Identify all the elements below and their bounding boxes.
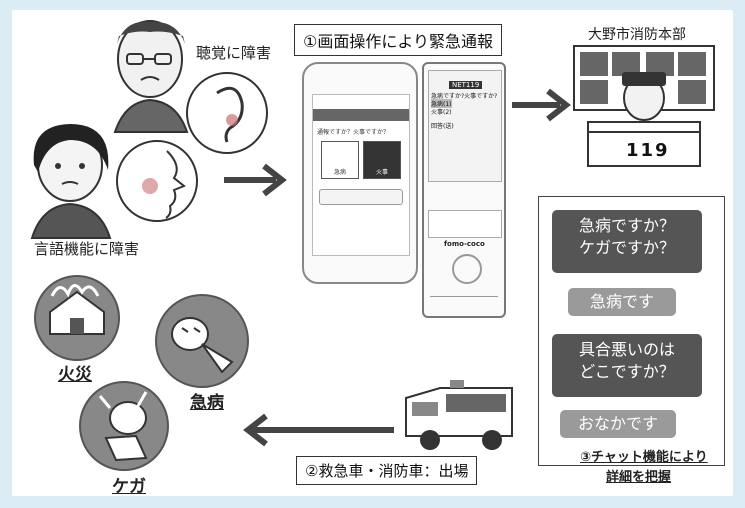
chat-operator-message: 急病ですか？ケガですか？: [552, 210, 702, 273]
fire-label: 火災: [58, 365, 92, 385]
man-figure-illustration: [113, 20, 189, 133]
sick-person-icon: [155, 294, 249, 388]
desk-number: 119: [626, 140, 670, 161]
injured-child-icon: [79, 381, 169, 471]
step3-label-line2: 詳細を把握: [606, 470, 672, 485]
sickness-label: 急病: [190, 393, 224, 413]
mouth-bubble-icon: [116, 140, 198, 222]
fphone-brand: fomo-coco: [444, 240, 485, 248]
fire-dept-label: 大野市消防本部: [588, 27, 686, 43]
arrow-right-icon: [224, 163, 287, 197]
step1-label: ①画面操作により緊急通報: [294, 24, 503, 56]
step3-label-line1: ③チャット機能により: [580, 450, 708, 465]
woman-figure-illustration: [30, 124, 112, 239]
feature-phone-illustration: NET119 急病ですか?火事ですか? 急病(1) 火事(2) 回答(送) fo…: [422, 62, 506, 318]
speech-label: 言語機能に障害: [34, 240, 140, 258]
ambulance-illustration: [405, 380, 513, 450]
arrow-left-icon: [243, 413, 394, 447]
injury-label: ケガ: [112, 477, 146, 497]
chat-user-message: 急病です: [568, 288, 676, 316]
step2-label: ②救急車・消防車：出場: [296, 456, 478, 485]
fire-house-icon: [34, 275, 120, 361]
fphone-line3: 火事(2): [431, 109, 452, 116]
fphone-line1: 急病ですか?火事ですか?: [431, 93, 498, 100]
chat-user-message: おなかです: [560, 410, 676, 438]
ear-bubble-icon: [186, 72, 268, 154]
smartphone-question: 通報ですか？火事ですか？: [317, 129, 390, 136]
hearing-label: 聴覚に障害: [196, 44, 272, 62]
fphone-line2: 急病(1): [431, 99, 452, 108]
fire-option-button[interactable]: 火事: [363, 141, 401, 179]
fphone-number: NET119: [449, 81, 483, 89]
fphone-input: 回答(送): [431, 123, 454, 130]
smartphone-illustration: 通報ですか？火事ですか？ 急病 火事: [302, 62, 418, 284]
fire-dept-operator-illustration: [573, 45, 715, 167]
chat-operator-message: 具合悪いのはどこですか？: [552, 334, 702, 397]
sickness-option-button[interactable]: 急病: [321, 141, 359, 179]
arrow-right-icon: [512, 88, 571, 122]
